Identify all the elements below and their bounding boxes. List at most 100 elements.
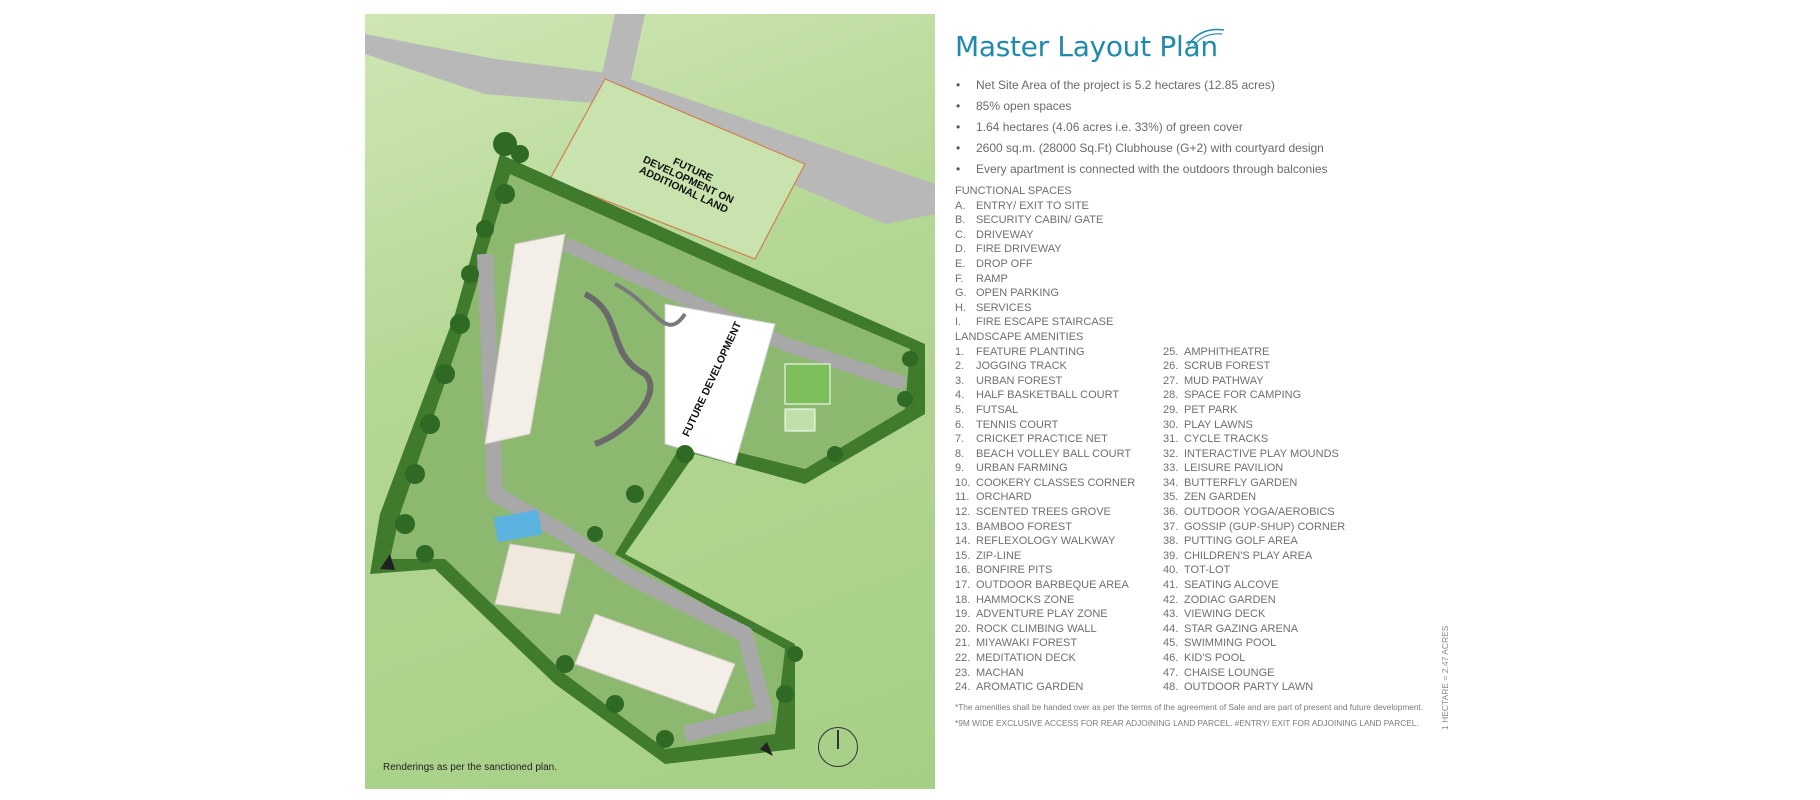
list-item-number: 14. [955, 535, 971, 548]
list-item-label: BUTTERFLY GARDEN [1184, 476, 1298, 489]
list-item-number: 3. [955, 374, 965, 387]
list-item: E. DROP OFF [955, 257, 1425, 272]
list-item-number: 20. [955, 622, 971, 635]
list-item-label: SECURITY CABIN/ GATE [976, 214, 1104, 227]
list-item-label: CHILDREN'S PLAY AREA [1184, 549, 1313, 562]
list-item: F.RAMP [955, 272, 1425, 287]
functional-heading: FUNCTIONAL SPACES [955, 185, 1072, 197]
highlights-list: Net Site Area of the project is 5.2 hect… [955, 75, 1425, 180]
title-text: Master Layout Plan [955, 30, 1218, 63]
list-item: 39.CHILDREN'S PLAY AREA [1163, 549, 1403, 564]
list-item: 6.TENNIS COURT [955, 418, 1163, 433]
list-item-number: 25. [1163, 345, 1179, 358]
list-item-number: 24. [955, 681, 971, 694]
tree-canopy [395, 132, 918, 748]
list-item-number: 8. [955, 447, 965, 460]
list-item-label: ZEN GARDEN [1184, 491, 1257, 504]
list-item-label: RAMP [976, 272, 1008, 285]
list-item-number: 37. [1163, 520, 1179, 533]
list-item-number: E. [955, 257, 966, 270]
list-item-label: PLAY LAWNS [1184, 418, 1253, 431]
cycle-track [614, 282, 687, 327]
list-item: 40.TOT-LOT [1163, 563, 1403, 578]
list-item: 13. BAMBOO FOREST [955, 520, 1163, 535]
list-item-label: LEISURE PAVILION [1184, 462, 1284, 475]
highlight-item: 2600 sq.m. (28000 Sq.Ft) Clubhouse (G+2)… [955, 138, 1425, 159]
list-item-label: ORCHARD [976, 491, 1032, 504]
highlight-item: Every apartment is connected with the ou… [955, 159, 1425, 180]
list-item: 17.OUTDOOR BARBEQUE AREA [955, 578, 1163, 593]
list-item: 36. OUTDOOR YOGA/AEROBICS [1163, 505, 1403, 520]
list-item-number: 41. [1163, 579, 1179, 592]
internal-driveway-2 [562, 237, 908, 391]
list-item-label: REFLEXOLOGY WALKWAY [976, 535, 1116, 548]
tower-block-south [574, 613, 736, 715]
list-item-number: 13. [955, 520, 971, 533]
list-item-label: MIYAWAKI FOREST [976, 637, 1078, 650]
entry-arrow-west [380, 554, 395, 570]
list-item-number: 26. [1163, 360, 1179, 373]
list-item: 8. BEACH VOLLEY BALL COURT [955, 447, 1163, 462]
list-item: 43.VIEWING DECK [1163, 607, 1403, 622]
list-item: 32.INTERACTIVE PLAY MOUNDS [1163, 447, 1403, 462]
highlight-item: 1.64 hectares (4.06 acres i.e. 33%) of g… [955, 117, 1425, 138]
list-item-label: MUD PATHWAY [1184, 374, 1264, 387]
list-item: 26.SCRUB FOREST [1163, 359, 1403, 374]
list-item: 18.HAMMOCKS ZONE [955, 593, 1163, 608]
list-item-label: CHAISE LOUNGE [1184, 666, 1275, 679]
list-item: 29.PET PARK [1163, 403, 1403, 418]
list-item-label: FIRE ESCAPE STAIRCASE [976, 316, 1114, 329]
list-item-label: FIRE DRIVEWAY [976, 243, 1062, 256]
list-item-label: HALF BASKETBALL COURT [976, 389, 1120, 402]
list-item-label: ZIP-LINE [976, 549, 1022, 562]
list-item-label: BAMBOO FOREST [976, 520, 1072, 533]
list-item-number: 45. [1163, 637, 1179, 650]
list-item: 28.SPACE FOR CAMPING [1163, 388, 1403, 403]
list-item-label: OUTDOOR YOGA/AEROBICS [1184, 506, 1335, 519]
list-item: 45.SWIMMING POOL [1163, 636, 1403, 651]
court-2 [784, 408, 816, 432]
list-item: 14. REFLEXOLOGY WALKWAY [955, 534, 1163, 549]
list-item-label: TENNIS COURT [976, 418, 1059, 431]
list-item-label: ADVENTURE PLAY ZONE [976, 608, 1108, 621]
internal-driveway [477, 253, 773, 742]
list-item-number: A. [955, 199, 966, 212]
list-item: 21.MIYAWAKI FOREST [955, 636, 1163, 651]
list-item-number: D. [955, 243, 966, 256]
list-item-label: BEACH VOLLEY BALL COURT [976, 447, 1132, 460]
list-item: 25. AMPHITHEATRE [1163, 345, 1403, 360]
scale-note: 1 HECTARE = 2.47 ACRES [1440, 625, 1450, 730]
court [784, 363, 831, 405]
list-item-number: 47. [1163, 666, 1179, 679]
list-item: 22.MEDITATION DECK [955, 651, 1163, 666]
list-item-number: I. [955, 316, 962, 329]
list-item-label: AROMATIC GARDEN [976, 681, 1084, 694]
list-item: B.SECURITY CABIN/ GATE [955, 213, 1425, 228]
list-item-label: OUTDOOR PARTY LAWN [1184, 681, 1314, 694]
list-item-number: 4. [955, 389, 965, 402]
footnotes: *The amenities shall be handed over as p… [955, 702, 1425, 729]
list-item: 37.GOSSIP (GUP-SHUP) CORNER [1163, 520, 1403, 535]
list-item: 10.COOKERY CLASSES CORNER [955, 476, 1163, 491]
list-item: A.ENTRY/ EXIT TO SITE [955, 199, 1425, 214]
list-item-label: MEDITATION DECK [976, 652, 1076, 664]
list-item: C.DRIVEWAY [955, 228, 1425, 243]
list-item-label: CYCLE TRACKS [1184, 433, 1269, 446]
list-item: 33.LEISURE PAVILION [1163, 461, 1403, 476]
list-item: 48.OUTDOOR PARTY LAWN [1163, 680, 1403, 695]
list-item-label: DROP OFF [976, 257, 1033, 270]
list-item-label: JOGGING TRACK [976, 360, 1067, 373]
list-item-label: URBAN FOREST [976, 374, 1063, 387]
list-item-number: 36. [1163, 506, 1179, 519]
landscape-heading: LANDSCAPE AMENITIES [955, 330, 1084, 343]
list-item: 42.ZODIAC GARDEN [1163, 593, 1403, 608]
list-item-label: AMPHITHEATRE [1184, 345, 1270, 358]
list-item: 5.FUTSAL [955, 403, 1163, 418]
list-item: 20.ROCK CLIMBING WALL [955, 622, 1163, 637]
list-item-label: FEATURE PLANTING [976, 345, 1085, 358]
list-item: 3. URBAN FOREST [955, 374, 1163, 389]
highlight-item: 85% open spaces [955, 96, 1425, 117]
list-item-number: 29. [1163, 403, 1179, 416]
